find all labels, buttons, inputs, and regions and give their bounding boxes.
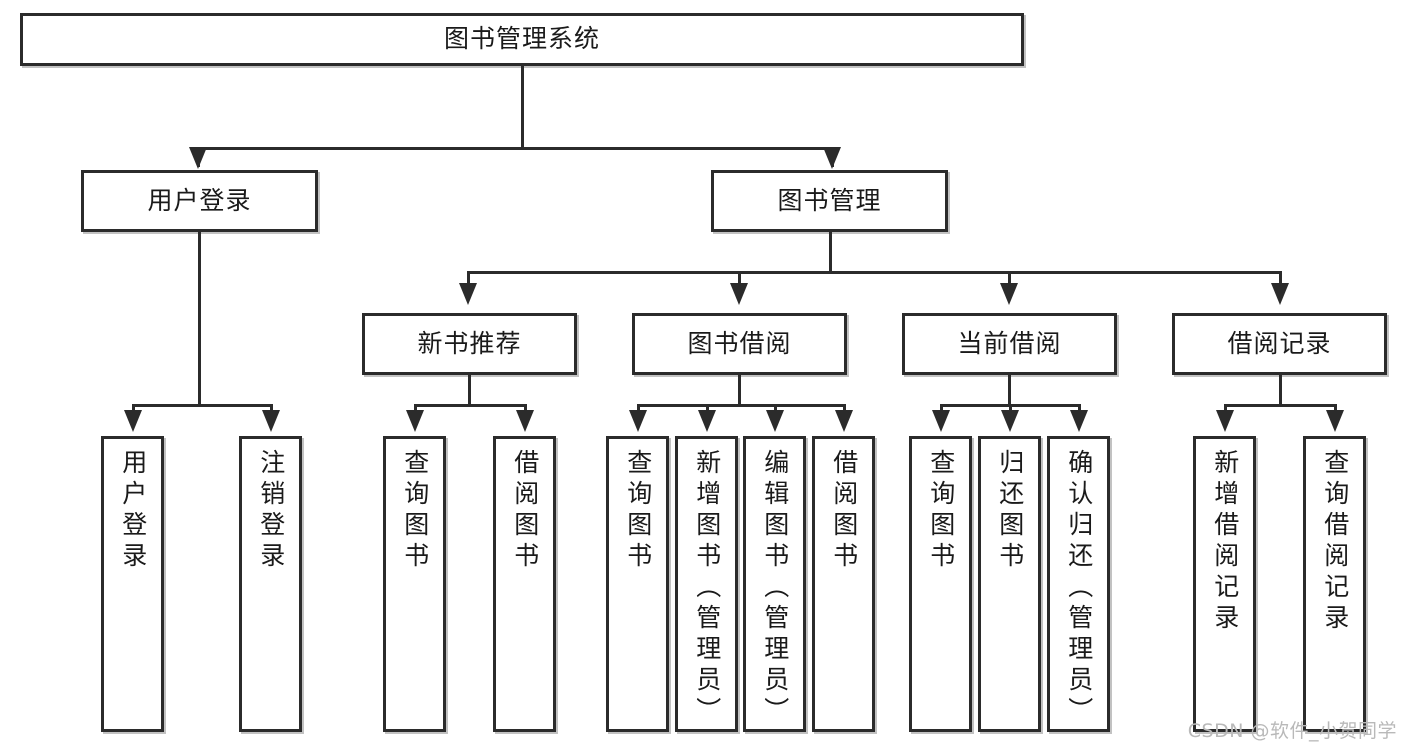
node-label: 当前借阅 [957,328,1062,358]
node-label: 借阅记录 [1227,328,1332,358]
connector-root-stem [521,66,524,148]
arrowhead-leaf-logout [262,410,280,432]
arrowhead-leaf-add-record [1216,410,1234,432]
arrowhead-leaf-return-book [1001,410,1019,432]
connector-borrow-record-branch-2 [1334,404,1337,414]
leaf-borrow-book[interactable]: 借阅图书 [812,436,875,732]
node-label: 查询图书 [400,449,430,573]
node-borrow-record[interactable]: 借阅记录 [1172,313,1387,375]
node-current-borrow[interactable]: 当前借阅 [902,313,1117,375]
connector-new-book-bus [414,404,526,407]
leaf-query-book-current[interactable]: 查询图书 [909,436,972,732]
node-user-login[interactable]: 用户登录 [81,170,318,232]
connector-user-login-branch-2 [270,404,273,414]
connector-book-mgmt-branch-3 [1008,271,1011,287]
leaf-return-book[interactable]: 归还图书 [978,436,1041,732]
node-root-system[interactable]: 图书管理系统 [20,13,1024,66]
connector-current-borrow-branch-3 [1078,404,1081,414]
connector-user-login-stem [198,232,201,405]
connector-current-borrow-stem [1008,375,1011,405]
arrowhead-leaf-add-book [698,410,716,432]
connector-book-mgmt-branch-1 [467,271,470,287]
arrowhead-leaf-query-book-b [629,410,647,432]
node-book-borrow[interactable]: 图书借阅 [632,313,847,375]
arrowhead-leaf-query-book-c [932,410,950,432]
node-label: 查询图书 [623,449,653,573]
node-book-management[interactable]: 图书管理 [711,170,948,232]
connector-borrow-record-stem [1279,375,1282,405]
node-new-book-recommend[interactable]: 新书推荐 [362,313,577,375]
node-label: 图书管理 [777,185,882,215]
node-label: 借阅图书 [510,449,540,573]
connector-book-mgmt-stem [829,232,832,272]
connector-user-login-branch-1 [132,404,135,414]
leaf-logout[interactable]: 注销登录 [239,436,302,732]
arrowhead-book-mgmt [823,147,841,169]
leaf-edit-book-admin[interactable]: 编辑图书（管理员） [743,436,806,732]
leaf-add-borrow-record[interactable]: 新增借阅记录 [1193,436,1256,732]
connector-user-login-bus [132,404,272,407]
arrowhead-leaf-user-login [124,410,142,432]
leaf-confirm-return-admin[interactable]: 确认归还（管理员） [1047,436,1110,732]
connector-borrow-record-branch-1 [1224,404,1227,414]
node-label: 确认归还（管理员） [1064,449,1094,728]
connector-new-book-branch-2 [524,404,527,414]
leaf-query-book-borrow[interactable]: 查询图书 [606,436,669,732]
leaf-query-book-new[interactable]: 查询图书 [383,436,446,732]
node-label: 编辑图书（管理员） [760,449,790,728]
arrowhead-leaf-edit-book [766,410,784,432]
connector-book-borrow-branch-4 [843,404,846,414]
connector-book-mgmt-branch-4 [1279,271,1282,287]
node-label: 新增借阅记录 [1210,449,1240,635]
connector-borrow-record-bus [1224,404,1336,407]
leaf-query-borrow-record[interactable]: 查询借阅记录 [1303,436,1366,732]
arrowhead-book-borrow [730,283,748,305]
arrowhead-current-borrow [1000,283,1018,305]
node-label: 图书管理系统 [443,24,600,54]
arrowhead-user-login [189,147,207,169]
node-label: 归还图书 [995,449,1025,573]
leaf-borrow-book-new[interactable]: 借阅图书 [493,436,556,732]
arrowhead-leaf-query-book-a [406,410,424,432]
connector-current-borrow-branch-2 [1009,404,1012,414]
connector-book-borrow-branch-1 [637,404,640,414]
connector-book-borrow-branch-3 [774,404,777,414]
node-label: 新增图书（管理员） [692,449,722,728]
node-label: 查询借阅记录 [1320,449,1350,635]
arrowhead-leaf-confirm-return [1070,410,1088,432]
connector-book-borrow-stem [738,375,741,405]
leaf-user-login[interactable]: 用户登录 [101,436,164,732]
arrowhead-leaf-query-record [1326,410,1344,432]
node-label: 注销登录 [256,449,286,573]
arrowhead-new-book [459,283,477,305]
connector-root-bus [197,147,832,150]
arrowhead-borrow-record [1271,283,1289,305]
node-label: 借阅图书 [829,449,859,573]
node-label: 查询图书 [926,449,956,573]
connector-new-book-branch-1 [414,404,417,414]
node-label: 用户登录 [147,185,252,215]
node-label: 图书借阅 [687,328,792,358]
connector-new-book-stem [468,375,471,405]
arrowhead-leaf-borrow-book-a [516,410,534,432]
connector-book-mgmt-branch-2 [738,271,741,287]
connector-book-borrow-bus [637,404,845,407]
connector-current-borrow-branch-1 [940,404,943,414]
leaf-add-book-admin[interactable]: 新增图书（管理员） [675,436,738,732]
connector-book-mgmt-bus [467,271,1279,274]
arrowhead-leaf-borrow-book-b [835,410,853,432]
node-label: 用户登录 [118,449,148,573]
connector-book-borrow-branch-2 [706,404,709,414]
node-label: 新书推荐 [417,328,522,358]
